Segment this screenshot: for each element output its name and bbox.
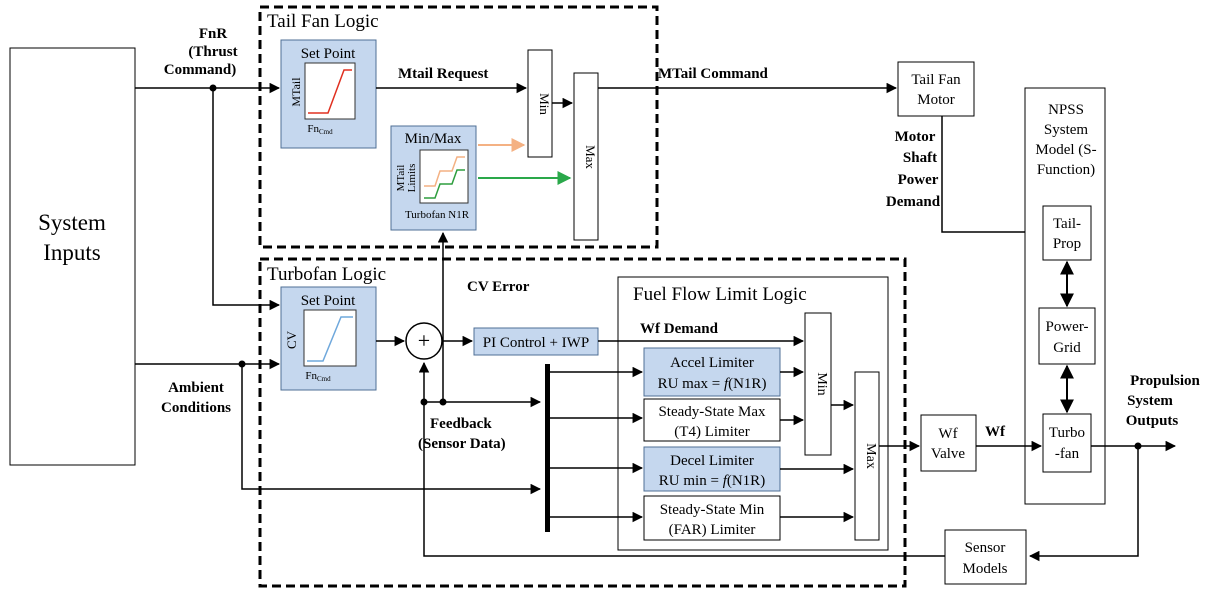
turbofan-label-2: -fan (1055, 446, 1080, 462)
minmax-plot (419, 149, 469, 204)
fuel-min-block (804, 312, 832, 456)
sensor-models-label-2: Models (963, 561, 1008, 577)
ambient-label-2: Conditions (161, 400, 231, 416)
mtail-command-label: MTail Command (658, 66, 769, 82)
tail-set-point-title: Set Point (301, 46, 356, 62)
decel-limiter-block (643, 446, 781, 492)
pi-control-label: PI Control + IWP (483, 335, 589, 351)
decel-limiter-title: Decel Limiter (670, 453, 754, 469)
tail-fan-motor-block (897, 61, 975, 117)
power-grid-label-1: Power- (1045, 319, 1088, 335)
feedback-line (418, 361, 945, 557)
power-grid-block (1038, 307, 1096, 365)
motor-shaft-label-1: Motor (895, 129, 936, 145)
tail-max-label: Max (583, 145, 598, 169)
system-inputs-block (9, 47, 136, 466)
system-inputs-label-1: System (38, 210, 106, 235)
tail-fan-logic-region (258, 5, 659, 249)
npss-label-2: System (1044, 122, 1089, 138)
minmax-upper-curve (424, 156, 465, 187)
minmax-lower-curve (424, 169, 465, 199)
ss-min-limiter-label-2: (FAR) Limiter (669, 522, 756, 538)
ss-min-limiter-block (643, 495, 781, 541)
tail-set-point-curve (308, 69, 352, 114)
fuel-max-block (854, 371, 880, 541)
cv-error-label: CV Error (467, 279, 530, 295)
signal-bus (545, 364, 550, 532)
ambient-label-1: Ambient (168, 380, 224, 396)
minmax-title: Min/Max (405, 131, 462, 147)
sensor-models-label-1: Sensor (965, 540, 1006, 556)
fuel-flow-limit-region (617, 276, 889, 551)
accel-limiter-block (643, 347, 781, 397)
sensor-models-block (944, 529, 1027, 585)
tail-prop-block (1042, 205, 1092, 261)
fnr-label-1: FnR (199, 26, 228, 42)
pi-control-block (473, 327, 599, 356)
outputs-to-sensor-line (1028, 446, 1139, 562)
wf-valve-block (920, 414, 977, 472)
propulsion-label-2: System (1127, 393, 1173, 409)
tail-set-point-xlabel: FnCmd (307, 123, 333, 136)
ss-max-limiter-label-2: (T4) Limiter (674, 424, 749, 440)
npss-label-1: NPSS (1048, 102, 1084, 118)
wf-label: Wf (985, 424, 1006, 440)
motor-shaft-line (941, 116, 1043, 238)
minmax-xlabel: Turbofan N1R (405, 209, 470, 221)
fnr-to-turbofan-line (212, 88, 281, 311)
turbofan-label-1: Turbo (1049, 425, 1085, 441)
system-inputs-label-2: Inputs (43, 240, 101, 265)
tail-set-point-plot (304, 62, 356, 120)
ss-max-limiter-block (643, 398, 781, 442)
motor-shaft-label-4: Demand (886, 194, 941, 210)
power-grid-label-2: Grid (1053, 340, 1081, 356)
turbo-set-point-xlabel: FnCmd (305, 370, 331, 383)
wf-valve-label-1: Wf (938, 426, 957, 442)
tail-fan-motor-label-1: Tail Fan (911, 72, 961, 88)
tail-min-label: Min (537, 93, 552, 115)
fnr-label-2: (Thrust (188, 44, 237, 60)
feedback-label-2: (Sensor Data) (418, 436, 506, 452)
turbofan-logic-title: Turbofan Logic (267, 264, 386, 285)
motor-shaft-label-3: Power (898, 172, 939, 188)
turbo-set-point-title: Set Point (301, 293, 356, 309)
turbofan-block (1042, 413, 1092, 473)
tail-min-block (527, 49, 553, 158)
tail-fan-logic-title: Tail Fan Logic (267, 11, 379, 32)
ss-min-limiter-label-1: Steady-State Min (660, 502, 765, 518)
fuel-flow-limit-title: Fuel Flow Limit Logic (633, 284, 807, 305)
turbofan-logic-region (258, 257, 907, 588)
tail-fan-motor-label-2: Motor (917, 92, 955, 108)
wf-demand-label: Wf Demand (640, 321, 719, 337)
npss-label-3: Model (S- (1035, 142, 1096, 158)
npss-label-4: Function) (1037, 162, 1095, 178)
tail-prop-label-1: Tail- (1053, 216, 1081, 232)
summing-plus: + (418, 328, 430, 353)
ambient-to-limiters-line (241, 364, 542, 495)
accel-limiter-title: Accel Limiter (670, 355, 754, 371)
turbo-set-point-ylabel: CV (284, 330, 299, 349)
wf-valve-label-2: Valve (931, 446, 965, 462)
fuel-min-label: Min (814, 372, 829, 395)
fnr-label-3: Command) (164, 62, 237, 78)
tail-set-point-ylabel: MTail (289, 77, 303, 107)
ss-max-limiter-label-1: Steady-State Max (658, 404, 766, 420)
tail-max-block (573, 72, 599, 241)
fuel-max-label: Max (863, 443, 878, 469)
accel-limiter-formula: RU max = f(N1R) (658, 376, 767, 392)
minmax-ylabel-2: Limits (406, 164, 418, 193)
decel-limiter-formula: RU min = f(N1R) (659, 473, 765, 489)
turbo-set-point-plot (303, 309, 357, 367)
feedback-label-1: Feedback (430, 416, 492, 432)
propulsion-label-1: Propulsion (1130, 373, 1200, 389)
propulsion-label-3: Outputs (1126, 413, 1179, 429)
turbo-set-point-curve (307, 316, 353, 362)
motor-shaft-label-2: Shaft (903, 150, 937, 166)
minmax-ylabel-1: MTail (395, 165, 407, 192)
tail-prop-label-2: Prop (1053, 236, 1081, 252)
mtail-request-label: Mtail Request (398, 66, 488, 82)
